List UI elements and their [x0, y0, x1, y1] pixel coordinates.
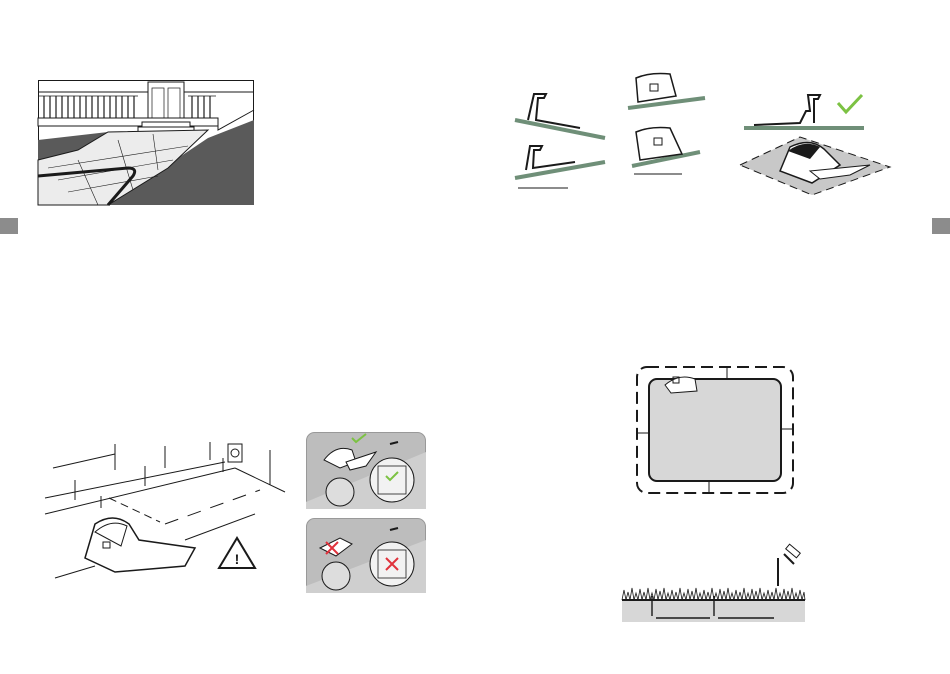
wall-placement-illustration: ! — [45, 440, 295, 585]
wire-peg-diagram — [618, 550, 808, 624]
warning-symbol: ! — [235, 551, 240, 567]
boundary-distance-diagram — [635, 365, 795, 495]
hammer-icon — [778, 544, 800, 586]
warning-icon: ! — [215, 538, 255, 568]
placement-correct-panel — [306, 432, 426, 509]
left-page-tab — [0, 218, 18, 234]
level-placement-illustration — [740, 85, 900, 200]
placement-wrong-panel — [306, 518, 426, 593]
right-page-tab — [932, 218, 950, 234]
slope-placement-illustration — [510, 70, 710, 195]
entrance-illustration — [38, 80, 254, 205]
check-mark-icon — [838, 95, 862, 112]
